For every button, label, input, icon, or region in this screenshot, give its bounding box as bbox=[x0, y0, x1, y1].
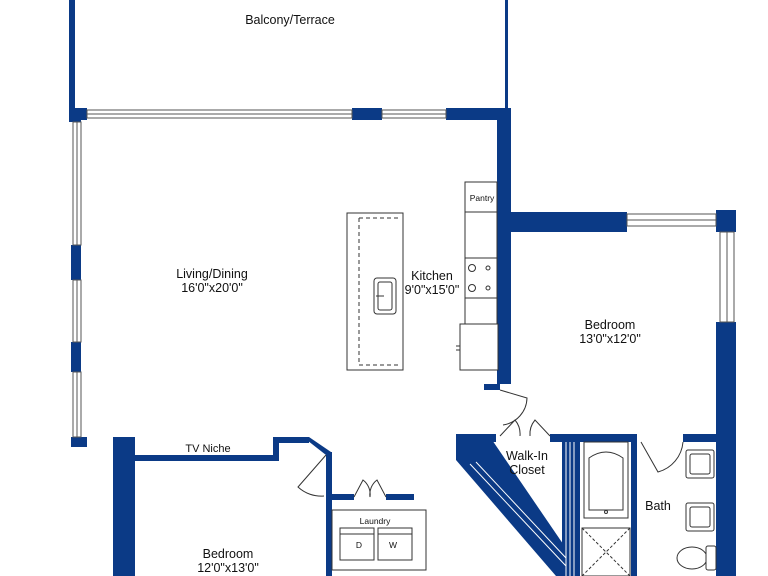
balcony-label: Balcony/Terrace bbox=[245, 13, 335, 27]
balcony-outline bbox=[69, 0, 508, 108]
toilet bbox=[676, 546, 708, 570]
range-stove bbox=[464, 257, 498, 299]
refrigerator bbox=[459, 323, 499, 371]
kitchen-size: 9'0"x15'0" bbox=[405, 283, 460, 297]
walk-in-closet-label-line2: Closet bbox=[509, 463, 545, 477]
bath-label: Bath bbox=[645, 499, 671, 513]
washer bbox=[377, 527, 413, 561]
windows bbox=[72, 109, 735, 438]
washer-label: W bbox=[389, 540, 397, 550]
door-swings bbox=[297, 389, 684, 498]
exterior-walls bbox=[69, 108, 736, 576]
pantry-closet bbox=[464, 181, 498, 213]
tv-niche-label: TV Niche bbox=[185, 443, 230, 455]
dryer-label: D bbox=[356, 540, 362, 550]
laundry-label: Laundry bbox=[360, 516, 391, 526]
kitchen-fixtures bbox=[346, 181, 499, 371]
kitchen-label: Kitchen bbox=[411, 269, 453, 283]
bath-fixtures bbox=[581, 441, 717, 576]
living-dining-size: 16'0"x20'0" bbox=[181, 281, 243, 295]
walk-in-closet-label-line1: Walk-In bbox=[506, 449, 548, 463]
bedroom-bottom-size: 12'0"x13'0" bbox=[197, 561, 259, 575]
bedroom-right-size: 13'0"x12'0" bbox=[579, 332, 641, 346]
bedroom-bottom-label: Bedroom bbox=[203, 547, 254, 561]
living-dining-label: Living/Dining bbox=[176, 267, 248, 281]
laundry-machines bbox=[331, 509, 427, 571]
dryer bbox=[339, 527, 375, 561]
closet-hatch bbox=[469, 442, 575, 576]
bedroom-right-label: Bedroom bbox=[585, 318, 636, 332]
room-labels: Balcony/Terrace Living/Dining 16'0"x20'0… bbox=[176, 13, 671, 575]
pantry-label: Pantry bbox=[470, 193, 495, 203]
